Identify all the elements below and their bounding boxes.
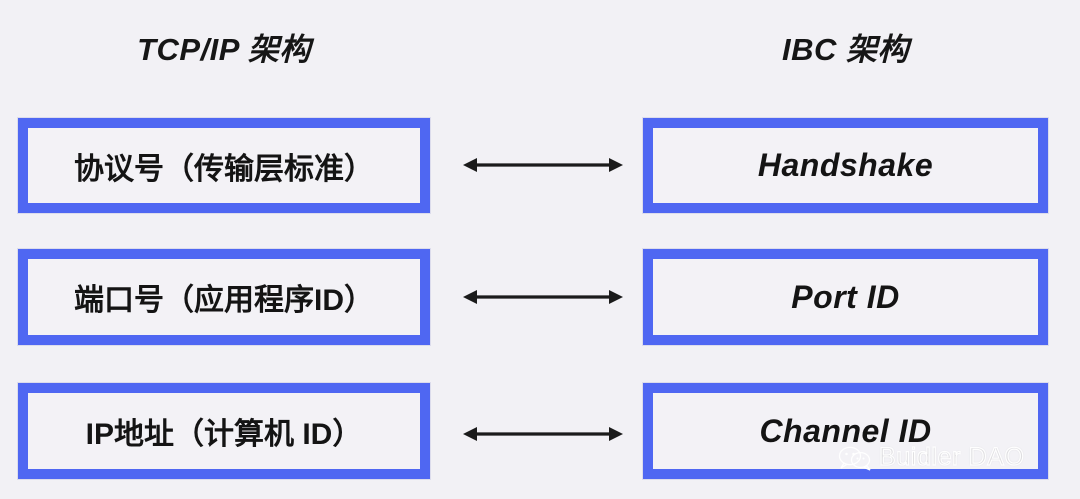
column-header-tcpip: TCP/IP 架构 [137,32,311,67]
box-label: IP地址（计算机 ID） [85,418,363,451]
box-tcpip-port-number: 端口号（应用程序ID） [18,249,430,345]
double-arrow-row-1 [463,158,623,172]
box-ibc-channel-id: Channel ID [643,383,1048,479]
box-label: 端口号（应用程序ID） [74,284,374,317]
box-ibc-port-id: Port ID [643,249,1048,345]
box-label: 协议号（传输层标准） [74,152,374,186]
box-label: Channel ID [759,412,932,449]
box-ibc-handshake: Handshake [643,118,1048,213]
box-tcpip-ip-address: IP地址（计算机 ID） [18,383,430,479]
column-header-ibc: IBC 架构 [782,32,909,67]
box-tcpip-protocol-number: 协议号（传输层标准） [18,118,430,213]
box-label: Handshake [757,147,934,183]
box-label: Port ID [791,278,900,315]
double-arrow-row-3 [463,427,623,441]
double-arrow-row-2 [463,290,623,304]
